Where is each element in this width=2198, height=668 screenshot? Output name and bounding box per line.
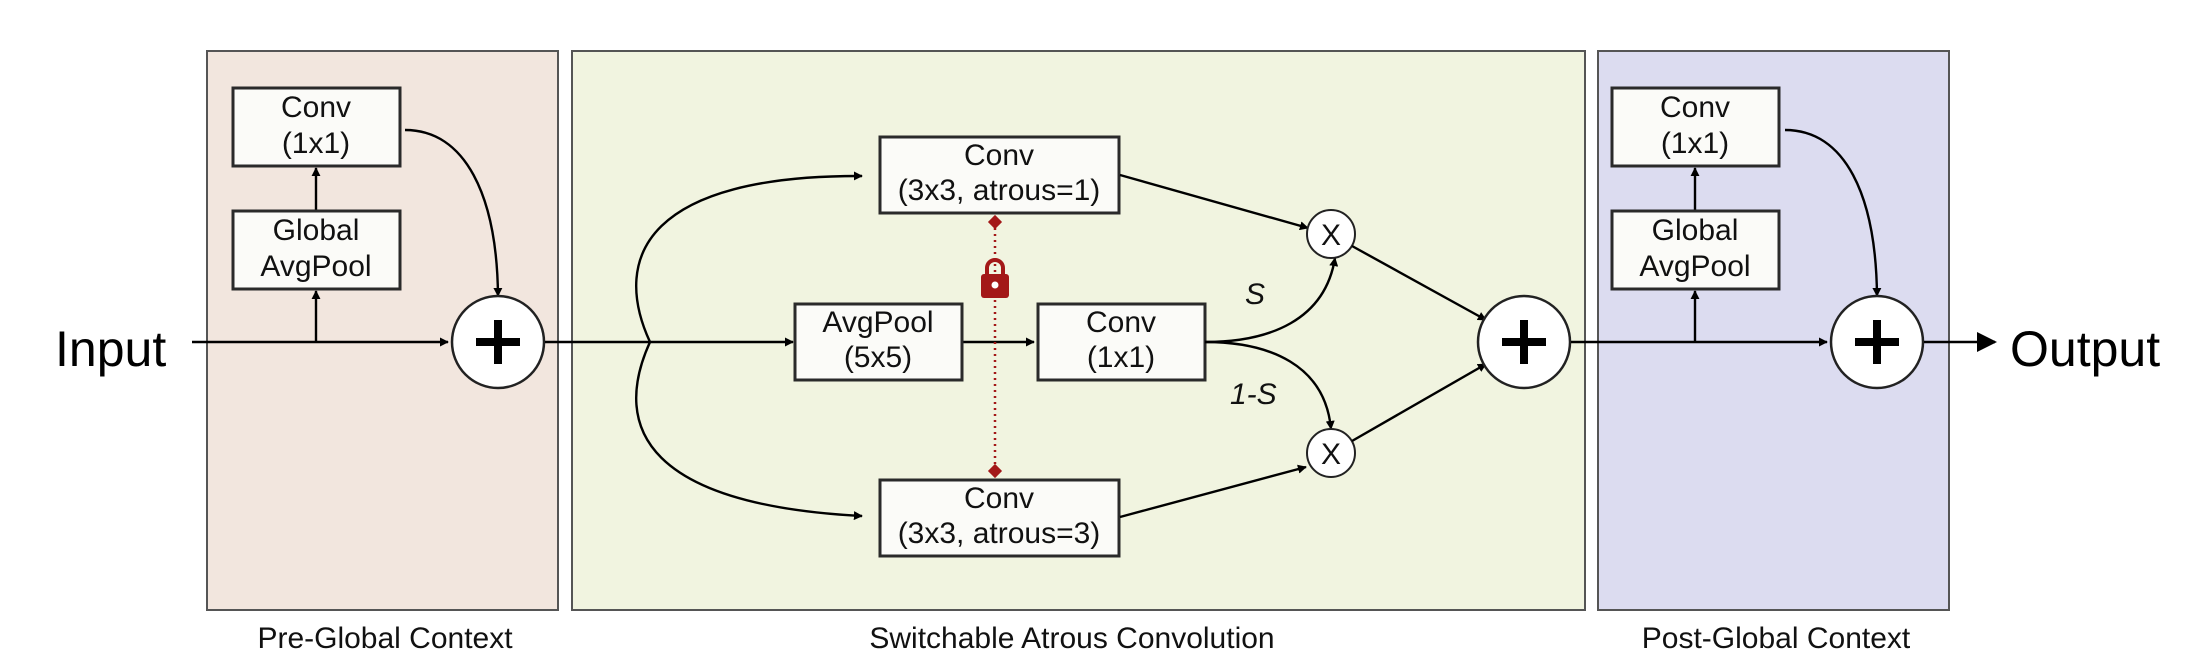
svg-text:X: X xyxy=(1321,219,1341,252)
sum1-node xyxy=(450,294,546,390)
conv-mid-line1: Conv xyxy=(1086,306,1156,339)
post-conv-to-sum3-edge xyxy=(1784,128,1882,297)
conv-top-to-mul-edge xyxy=(1119,173,1309,231)
avgpool-line1: AvgPool xyxy=(822,306,933,339)
conv-top-line1: Conv xyxy=(964,139,1034,172)
conv-bottom-box xyxy=(878,478,1121,558)
lock-icon xyxy=(981,258,1009,298)
avgpool-line2: (5x5) xyxy=(844,341,912,374)
pre-global-avgpool-box xyxy=(231,209,402,291)
conv-top-line2: (3x3, atrous=1) xyxy=(898,174,1101,207)
one-minus-s-edge xyxy=(1204,340,1335,430)
input-label: Input xyxy=(55,321,166,377)
mul-node-top: X xyxy=(1306,209,1356,259)
s-label: S xyxy=(1245,278,1265,311)
post-conv-line2: (1x1) xyxy=(1661,127,1729,160)
mul-top-to-sum2-edge xyxy=(1351,244,1487,322)
branch-to-conv-bottom-edge xyxy=(635,341,863,521)
sum3-node xyxy=(1829,294,1925,390)
pre-pool-line1: Global xyxy=(273,214,360,247)
post-conv-box xyxy=(1610,86,1781,168)
branch-to-conv-top-edge xyxy=(635,171,863,343)
post-pool-line1: Global xyxy=(1652,214,1739,247)
post-global-avgpool-box xyxy=(1610,209,1781,291)
link-diamond-bottom xyxy=(987,463,1003,479)
one-minus-s-label: 1-S xyxy=(1230,378,1277,411)
conv-mid-box xyxy=(1036,302,1207,382)
mul-bottom-to-sum2-edge xyxy=(1351,362,1487,443)
pre-pool-line2: AvgPool xyxy=(260,250,371,283)
avgpool-box xyxy=(793,302,964,382)
conv-top-box xyxy=(878,135,1121,215)
pre-conv-line2: (1x1) xyxy=(282,127,350,160)
mul-node-bottom: X xyxy=(1306,428,1356,478)
post-global-context-label: Post-Global Context xyxy=(1642,622,1911,655)
pre-global-context-label: Pre-Global Context xyxy=(257,622,513,655)
link-diamond-top xyxy=(987,214,1003,230)
svg-text:X: X xyxy=(1321,438,1341,471)
conv-bottom-line1: Conv xyxy=(964,482,1034,515)
sum2-node xyxy=(1476,294,1572,390)
post-pool-line2: AvgPool xyxy=(1639,250,1750,283)
output-label: Output xyxy=(2010,321,2160,377)
pre-conv-to-sum1-edge xyxy=(404,128,503,297)
conv-bottom-line2: (3x3, atrous=3) xyxy=(898,517,1101,550)
pre-conv-line1: Conv xyxy=(281,91,351,124)
conv-mid-line2: (1x1) xyxy=(1087,341,1155,374)
pre-conv-box xyxy=(231,86,402,168)
s-edge xyxy=(1204,257,1339,344)
post-conv-line1: Conv xyxy=(1660,91,1730,124)
conv-bottom-to-mul-edge xyxy=(1119,464,1307,519)
switchable-atrous-convolution-label: Switchable Atrous Convolution xyxy=(869,622,1274,655)
